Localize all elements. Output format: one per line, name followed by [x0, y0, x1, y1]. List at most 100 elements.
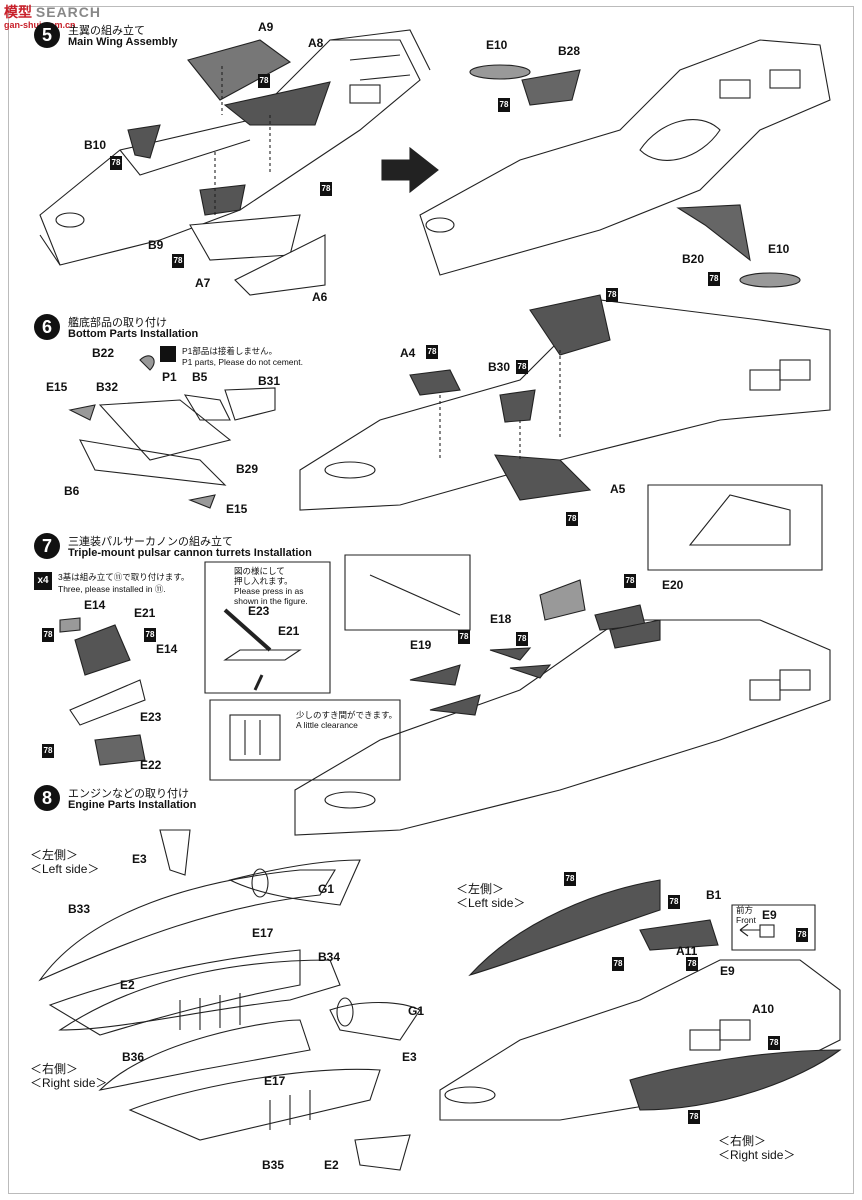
- step-number: 8: [34, 785, 60, 811]
- step-title-en: Bottom Parts Installation: [68, 328, 199, 340]
- part-label: E14: [156, 642, 178, 656]
- part-label: E9: [762, 908, 777, 922]
- left-side-jp: ＜左側＞: [30, 848, 79, 862]
- press-note-jp2: 押し入れます。: [234, 576, 293, 586]
- part-label: E10: [486, 38, 508, 52]
- no-cement-icon: [160, 346, 176, 362]
- part-label: E2: [324, 1158, 339, 1172]
- three-note-jp: 3基は組み立て⑪で取り付けます。: [58, 572, 190, 582]
- part-label: A9: [258, 20, 274, 34]
- part-label: E9: [720, 964, 735, 978]
- quantity-badge: x4: [34, 572, 52, 590]
- step-title-en: Main Wing Assembly: [68, 36, 178, 48]
- part-label: B28: [558, 44, 581, 58]
- right-side-jp: ＜右側＞: [718, 1134, 767, 1148]
- part-label: E21: [278, 624, 300, 638]
- step8-right-engines: [468, 879, 842, 1111]
- step5-lower-wings: [189, 214, 326, 296]
- paint-code-badge: 78: [516, 360, 528, 374]
- part-label: G1: [408, 1004, 425, 1018]
- part-label: E20: [662, 578, 684, 592]
- step8-left-engines: [38, 829, 421, 1171]
- paint-code-badge: 78: [768, 1036, 780, 1050]
- step5-left-hull-drawing: [39, 29, 431, 266]
- part-label: E3: [402, 1050, 417, 1064]
- part-label: E19: [410, 638, 432, 652]
- left-side-jp: ＜左側＞: [456, 882, 505, 896]
- page-frame: [8, 6, 854, 1194]
- p1-note-en: P1 parts, Please do not cement.: [182, 357, 303, 367]
- step6-hull-drawing: [299, 299, 831, 511]
- part-label: B9: [148, 238, 164, 252]
- clearance-note-en: A little clearance: [296, 720, 358, 730]
- part-label: B20: [682, 252, 705, 266]
- paint-code-badge: 78: [668, 895, 680, 909]
- step7-turret-parts: [59, 617, 146, 766]
- paint-code-badge: 78: [42, 628, 54, 642]
- front-note-en: Front: [736, 915, 756, 925]
- step7-fins: [409, 604, 661, 716]
- paint-code-badge: 78: [796, 928, 808, 942]
- step-number: 7: [34, 533, 60, 559]
- part-label: B10: [84, 138, 107, 152]
- step8-right-hull: [439, 959, 841, 1121]
- step-title-jp: エンジンなどの取り付け: [68, 788, 189, 800]
- part-label: E18: [490, 612, 512, 626]
- left-side-en: ＜Left side＞: [456, 896, 526, 910]
- paint-code-badge: 78: [564, 872, 576, 886]
- paint-code-badge: 78: [172, 254, 184, 268]
- part-label: A8: [308, 36, 324, 50]
- step5-wing-parts: [127, 39, 331, 216]
- part-label: A5: [610, 482, 626, 496]
- part-label: G1: [318, 882, 335, 896]
- paint-code-badge: 78: [686, 957, 698, 971]
- paint-code-badge: 78: [42, 744, 54, 758]
- press-note-jp1: 図の様にして: [234, 566, 285, 576]
- step-title-jp: 主翼の組み立て: [68, 25, 145, 37]
- watermark-logo: 模型: [4, 4, 32, 20]
- paint-code-badge: 78: [688, 1110, 700, 1124]
- part-label: E22: [140, 758, 162, 772]
- part-label: B30: [488, 360, 511, 374]
- paint-code-badge: 78: [606, 288, 618, 302]
- step-title-jp: 艦底部品の取り付け: [68, 317, 167, 329]
- right-side-en: ＜Right side＞: [718, 1148, 796, 1162]
- part-label: A11: [676, 944, 698, 958]
- part-label: E17: [264, 1074, 286, 1088]
- paint-code-badge: 78: [426, 345, 438, 359]
- step6-bottom-parts: [68, 355, 276, 509]
- part-label: B29: [236, 462, 259, 476]
- step-title-en: Triple-mount pulsar cannon turrets Insta…: [68, 547, 312, 559]
- part-label: B5: [192, 370, 208, 384]
- part-label: E3: [132, 852, 147, 866]
- paint-code-badge: 78: [612, 957, 624, 971]
- paint-code-badge: 78: [258, 74, 270, 88]
- p1-note-jp: P1部品は接着しません。: [182, 346, 278, 356]
- part-label: E15: [46, 380, 68, 394]
- part-label: B35: [262, 1158, 285, 1172]
- part-label: E2: [120, 978, 135, 992]
- part-label: E10: [768, 242, 790, 256]
- right-side-en: ＜Right side＞: [30, 1076, 108, 1090]
- paint-code-badge: 78: [144, 628, 156, 642]
- paint-code-badge: 78: [624, 574, 636, 588]
- press-note-en1: Please press in as: [234, 586, 304, 596]
- part-label: B33: [68, 902, 91, 916]
- step-title-en: Engine Parts Installation: [68, 799, 197, 811]
- left-side-en: ＜Left side＞: [30, 862, 100, 876]
- part-label: B1: [706, 888, 722, 902]
- step7-hull-drawing: [294, 619, 831, 836]
- paint-code-badge: 78: [708, 272, 720, 286]
- part-label: B22: [92, 346, 115, 360]
- part-label: B31: [258, 374, 281, 388]
- part-label: E23: [248, 604, 270, 618]
- part-label: B32: [96, 380, 119, 394]
- part-label: A10: [752, 1002, 775, 1016]
- part-label: A6: [312, 290, 328, 304]
- clearance-note-jp: 少しのすき間ができます。: [296, 710, 398, 720]
- front-note-jp: 前方: [736, 905, 754, 915]
- part-label: E17: [252, 926, 274, 940]
- part-label: E14: [84, 598, 106, 612]
